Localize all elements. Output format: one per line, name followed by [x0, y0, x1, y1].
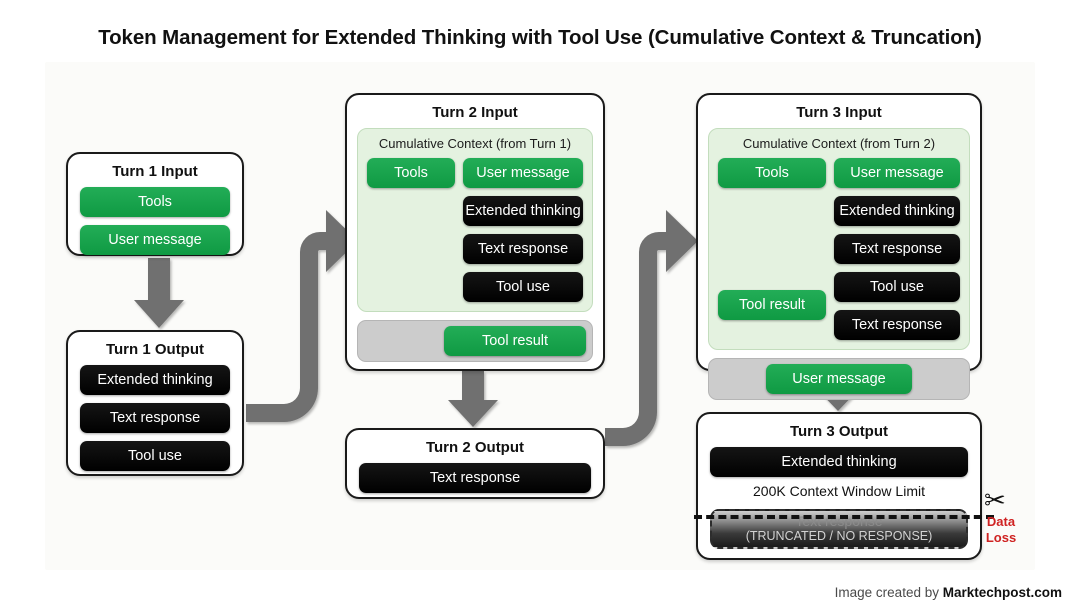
- credit-prefix: Image created by: [834, 585, 943, 600]
- pill-text-response-2: Text response: [834, 310, 960, 340]
- pill-user-message: User message: [80, 225, 230, 255]
- cumulative-context-label-turn3: Cumulative Context (from Turn 2): [742, 136, 936, 151]
- pill-tools: Tools: [80, 187, 230, 217]
- card-turn3-input[interactable]: Turn 3 Input Cumulative Context (from Tu…: [696, 93, 982, 400]
- new-input-bar-turn3: User message: [708, 358, 970, 400]
- card-title-turn2-input: Turn 2 Input: [432, 104, 518, 121]
- pill-text-response: Text response: [463, 234, 583, 264]
- card-turn2-input[interactable]: Turn 2 Input Cumulative Context (from Tu…: [345, 93, 605, 371]
- pill-tool-use: Tool use: [834, 272, 960, 302]
- card-title-turn2-output: Turn 2 Output: [425, 439, 525, 456]
- card-title-turn1-input: Turn 1 Input: [112, 163, 198, 180]
- data-loss-line2: Loss: [985, 530, 1017, 545]
- pill-tool-use: Tool use: [463, 272, 583, 302]
- pill-text-response: Text response: [834, 234, 960, 264]
- card-turn2-output[interactable]: Turn 2 Output Text response: [345, 428, 605, 499]
- pill-extended-thinking: Extended thinking: [834, 196, 960, 226]
- data-loss-label: Data Loss: [978, 514, 1024, 546]
- pill-extended-thinking: Extended thinking: [463, 196, 583, 226]
- pill-text-response: Text response: [359, 463, 591, 493]
- pill-tool-result: Tool result: [718, 290, 826, 320]
- truncated-label-secondary: (TRUNCATED / NO RESPONSE): [745, 529, 933, 543]
- pill-tools: Tools: [718, 158, 826, 188]
- card-title-turn3-output: Turn 3 Output: [789, 423, 889, 440]
- card-turn1-output[interactable]: Turn 1 Output Extended thinking Text res…: [66, 330, 244, 476]
- pill-text-response: Text response: [80, 403, 230, 433]
- pill-extended-thinking: Extended thinking: [80, 365, 230, 395]
- data-loss-line1: Data: [986, 514, 1016, 529]
- card-title-turn3-input: Turn 3 Input: [796, 104, 882, 121]
- cumulative-context-label-turn2: Cumulative Context (from Turn 1): [378, 136, 572, 151]
- new-input-bar-turn2: Tool result: [357, 320, 593, 362]
- card-turn3-output[interactable]: Turn 3 Output Extended thinking 200K Con…: [694, 412, 994, 560]
- card-title-turn1-output: Turn 1 Output: [105, 341, 205, 358]
- context-limit-dashed-line: [694, 515, 994, 519]
- credit-brand: Marktechpost.com: [942, 585, 1062, 600]
- image-credit: Image created by Marktechpost.com: [0, 585, 1062, 600]
- scissors-icon: ✂: [984, 485, 1006, 515]
- pill-tool-use: Tool use: [80, 441, 230, 471]
- pill-user-message: User message: [834, 158, 960, 188]
- cumulative-context-turn2: Cumulative Context (from Turn 1) Tools U…: [357, 128, 593, 312]
- pill-extended-thinking: Extended thinking: [710, 447, 968, 477]
- card-turn1-input[interactable]: Turn 1 Input Tools User message: [66, 152, 244, 256]
- cumulative-context-turn3: Cumulative Context (from Turn 2) Tools T…: [708, 128, 970, 350]
- context-window-limit-label: 200K Context Window Limit: [753, 483, 925, 499]
- pill-tools: Tools: [367, 158, 455, 188]
- pill-user-message: User message: [463, 158, 583, 188]
- pill-user-message-new: User message: [766, 364, 912, 394]
- page-title: Token Management for Extended Thinking w…: [98, 26, 982, 49]
- pill-tool-result: Tool result: [444, 326, 586, 356]
